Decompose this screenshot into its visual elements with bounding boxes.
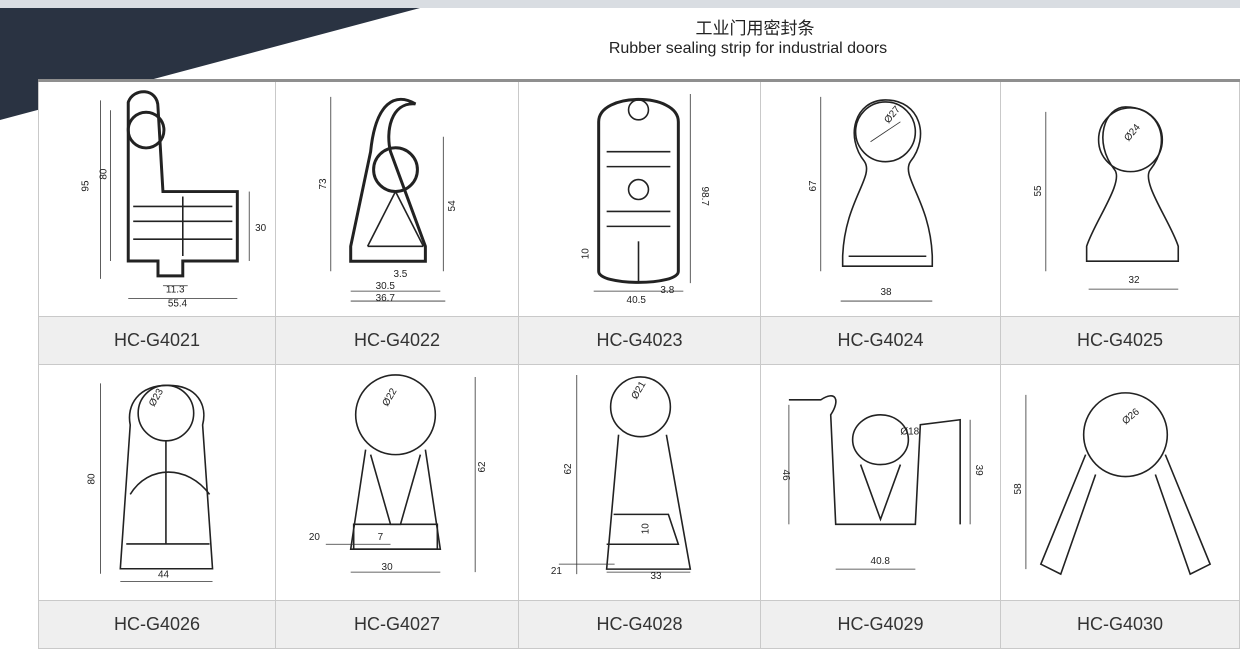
dim-g4022-inner-height: 54 (447, 200, 458, 212)
dim-g4021-width: 55.4 (168, 299, 188, 310)
drawing-cell-g4025: 55 Ø24 32 (1001, 82, 1240, 317)
profile-drawing-g4026: 80 Ø23 44 (87, 383, 214, 583)
dim-g4022-height: 73 (318, 178, 329, 190)
dim-g4022-gap: 3.5 (394, 269, 408, 280)
dim-g4025-height: 55 (1033, 185, 1044, 197)
dim-g4021-inner-height: 80 (98, 168, 109, 180)
profile-drawing-g4024: 67 Ø27 38 (808, 96, 934, 302)
drawing-cell-g4021: 95 80 30 11.3 55.4 (38, 82, 276, 317)
dim-g4029-width: 40.8 (871, 556, 891, 567)
profile-drawing-g4029: Ø18 46 39 40.8 (780, 395, 984, 570)
dim-g4030-diameter: Ø26 (1120, 406, 1142, 427)
title-chinese: 工业门用密封条 (695, 19, 815, 39)
dim-g4029-height: 46 (780, 470, 791, 482)
drawing-cell-g4028: Ø21 62 10 21 33 (519, 365, 761, 601)
dim-g4028-diameter: Ø21 (630, 379, 649, 401)
product-code-g4023: HC-G4023 (519, 317, 761, 365)
dim-g4025-width: 32 (1128, 275, 1140, 286)
product-code-g4027: HC-G4027 (276, 601, 519, 649)
dim-g4028-slot: 10 (640, 523, 651, 535)
product-code-g4021: HC-G4021 (38, 317, 276, 365)
dim-g4027-base-height: 20 (309, 532, 321, 543)
drawing-cell-g4024: 67 Ø27 38 (761, 82, 1001, 317)
profile-drawing-g4021: 95 80 30 11.3 55.4 (81, 90, 267, 310)
profile-drawing-g4027: Ø22 62 20 7 30 (309, 374, 488, 573)
drawing-cell-g4027: Ø22 62 20 7 30 (276, 365, 519, 601)
drawing-cell-g4023: 98.7 10 40.5 3.8 (519, 82, 761, 317)
profile-drawing-g4028: Ø21 62 10 21 33 (551, 374, 692, 582)
product-catalog-table: 95 80 30 11.3 55.4 73 54 3.5 30.5 36.7 (38, 79, 1240, 652)
dim-g4028-base-height: 21 (551, 566, 563, 577)
dim-g4023-edge: 3.8 (660, 285, 674, 296)
product-code-g4022: HC-G4022 (276, 317, 519, 365)
drawing-cell-g4030: Ø26 58 (1001, 365, 1240, 601)
dim-g4029-inner-height: 39 (973, 465, 984, 477)
dim-g4030-height: 58 (1013, 483, 1024, 495)
profile-drawing-g4030: Ø26 58 (1013, 392, 1212, 576)
dim-g4023-tab: 10 (581, 248, 592, 260)
product-code-g4026: HC-G4026 (38, 601, 276, 649)
dim-g4027-height: 62 (477, 461, 488, 473)
product-code-g4030: HC-G4030 (1001, 601, 1240, 649)
dim-g4026-width: 44 (158, 570, 170, 581)
dim-g4027-diameter: Ø22 (381, 386, 400, 408)
dim-g4028-height: 62 (563, 463, 574, 475)
dim-g4029-diameter: Ø18 (900, 427, 919, 438)
drawing-cell-g4026: 80 Ø23 44 (38, 365, 276, 601)
dim-g4026-height: 80 (87, 473, 98, 485)
profile-drawing-g4023: 98.7 10 40.5 3.8 (581, 93, 710, 306)
dim-g4023-width: 40.5 (627, 295, 647, 306)
title-english: Rubber sealing strip for industrial door… (608, 40, 888, 57)
product-code-g4024: HC-G4024 (761, 317, 1001, 365)
product-code-g4025: HC-G4025 (1001, 317, 1240, 365)
drawing-cell-g4029: Ø18 46 39 40.8 (761, 365, 1001, 601)
dim-g4023-height: 98.7 (699, 187, 710, 207)
dim-g4027-width: 30 (382, 562, 394, 573)
dim-g4022-width: 36.7 (376, 293, 396, 304)
dim-g4021-height: 95 (81, 180, 92, 192)
dim-g4024-height: 67 (808, 180, 819, 192)
dim-g4025-diameter: Ø24 (1122, 122, 1143, 144)
drawing-cell-g4022: 73 54 3.5 30.5 36.7 (276, 82, 519, 317)
profile-drawing-g4025: 55 Ø24 32 (1033, 106, 1180, 290)
product-code-g4029: HC-G4029 (761, 601, 1001, 649)
dim-g4027-slot: 7 (378, 532, 384, 543)
profile-drawing-g4022: 73 54 3.5 30.5 36.7 (318, 96, 458, 304)
dim-g4022-base: 30.5 (376, 281, 396, 292)
top-strip (0, 0, 1240, 8)
dim-g4021-base: 11.3 (166, 285, 185, 296)
dim-g4021-side: 30 (255, 223, 267, 234)
dim-g4024-width: 38 (881, 287, 893, 298)
product-code-g4028: HC-G4028 (519, 601, 761, 649)
dim-g4028-width: 33 (650, 571, 662, 582)
